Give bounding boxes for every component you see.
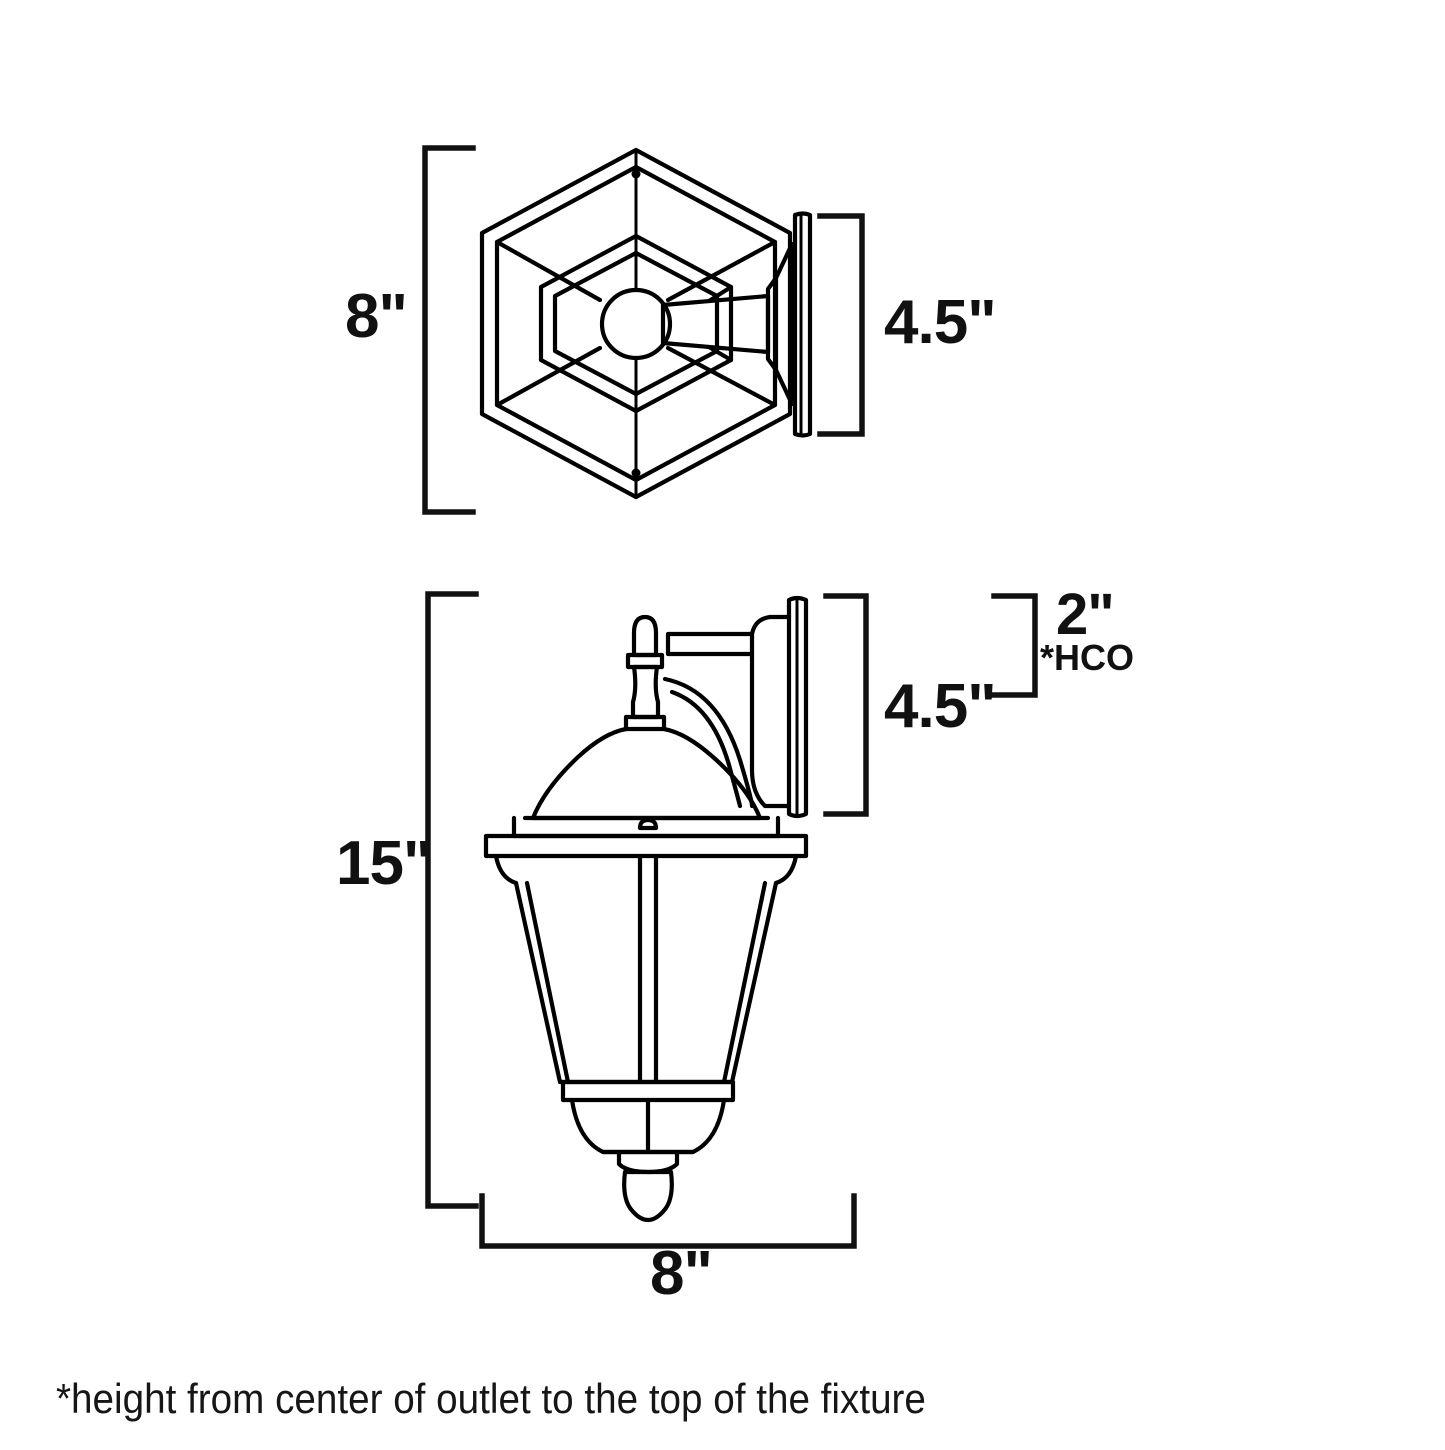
side-glass-cage-left-mullion xyxy=(524,880,571,1085)
top-view-strut-lower-right xyxy=(665,345,778,408)
dimension-label-top-height: 8" xyxy=(345,282,408,351)
side-backplate xyxy=(786,595,809,819)
top-view-group xyxy=(479,147,813,500)
side-bottom-finial-ball xyxy=(622,1169,674,1223)
top-view-strut-lower-left xyxy=(494,345,603,408)
side-glass-cage-right-mullion xyxy=(721,880,768,1085)
footnote-text: *height from center of outlet to the top… xyxy=(56,1375,926,1422)
top-view-mount-collar xyxy=(765,275,779,373)
top-view-center-hub xyxy=(599,287,673,361)
bracket-8in-top xyxy=(422,145,476,515)
dimension-label-top-depth: 4.5" xyxy=(884,288,997,357)
top-view-axis-dot-bottom xyxy=(631,468,641,478)
dimension-label-side-depth: 4.5" xyxy=(884,672,997,741)
top-view-collar-flare xyxy=(773,241,795,407)
side-bottom-finial-collar xyxy=(616,1149,680,1175)
side-dome xyxy=(530,726,763,821)
side-finial-stem xyxy=(630,664,661,720)
side-arm-scroll-inner xyxy=(669,689,743,809)
bracket-45in-side xyxy=(823,593,869,817)
top-view-axis-dot-top xyxy=(631,169,641,179)
top-view-arm-wedge-lower xyxy=(706,344,734,363)
bracket-45in-top xyxy=(817,213,865,437)
top-view-arm-wedge-upper xyxy=(706,284,734,304)
side-view-dimension-brackets xyxy=(425,591,1038,1249)
top-view-dimension-brackets xyxy=(422,145,865,515)
bracket-2in-hco xyxy=(991,593,1038,698)
dimension-label-side-width: 8" xyxy=(650,1239,713,1308)
side-top-finial-ball xyxy=(631,614,659,658)
side-center-nub xyxy=(637,817,659,831)
side-center-mullion xyxy=(637,853,659,1085)
top-view-strut-upper-left xyxy=(494,239,603,303)
bracket-15in xyxy=(425,591,479,1209)
dimension-label-hco-note: *HCO xyxy=(1040,637,1135,678)
top-view-backplate xyxy=(792,211,813,438)
side-arm-scroll xyxy=(662,676,755,809)
side-glass-cage-outer xyxy=(513,880,779,1085)
top-view-strut-upper-right xyxy=(665,239,778,303)
side-bottom-rail xyxy=(560,1079,736,1103)
dimension-label-side-height: 15" xyxy=(336,829,432,898)
side-finial-base-collar xyxy=(623,714,667,732)
side-ogee-right xyxy=(773,853,799,886)
side-top-flange xyxy=(483,833,809,859)
bracket-8in-bottom xyxy=(479,1193,857,1249)
side-view-group xyxy=(483,595,809,1223)
side-mount-arm xyxy=(749,614,792,809)
dimension-label-hco: 2" xyxy=(1056,582,1115,647)
side-ogee-left xyxy=(493,853,519,886)
side-arm-top-bar xyxy=(665,631,755,657)
